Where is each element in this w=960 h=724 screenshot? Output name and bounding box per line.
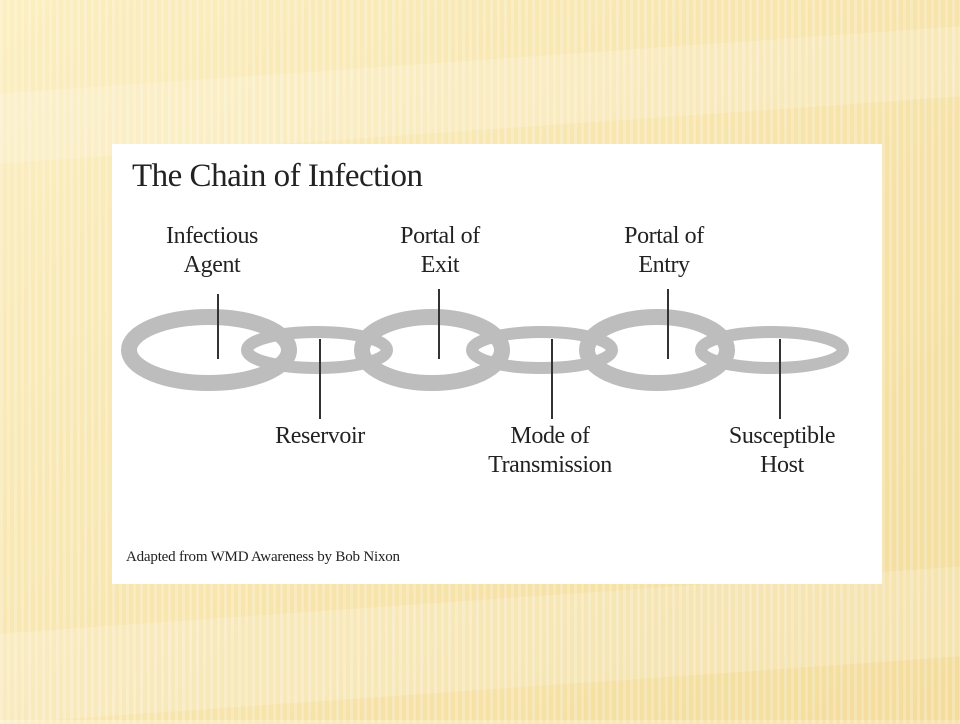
chain-link-reservoir (241, 326, 393, 374)
label-susceptible-host: Susceptible Host (728, 423, 836, 478)
label-reservoir: Reservoir (275, 423, 365, 449)
label-infectious-agent: Infectious Agent (166, 223, 258, 278)
chain-link-portal-of-exit (354, 309, 510, 391)
label-portal-of-exit: Portal of Exit (400, 223, 480, 278)
chain-link-portal-of-entry (579, 309, 735, 391)
chain-of-infection-image: The Chain of Infection Infectious Agent … (112, 144, 882, 584)
chain-link-susceptible-host (695, 326, 849, 374)
chain-link-mode-of-transmission (466, 326, 618, 374)
diagram-title: The Chain of Infection (132, 158, 423, 194)
diagram-credit: Adapted from WMD Awareness by Bob Nixon (126, 549, 400, 565)
background-band-2 (0, 566, 960, 724)
chain-graphic (121, 289, 849, 419)
chain-link-infectious-agent (121, 309, 297, 391)
background-band-1 (0, 26, 960, 164)
label-portal-of-entry: Portal of Entry (624, 223, 704, 278)
label-mode-of-transmission: Mode of Transmission (488, 423, 612, 478)
